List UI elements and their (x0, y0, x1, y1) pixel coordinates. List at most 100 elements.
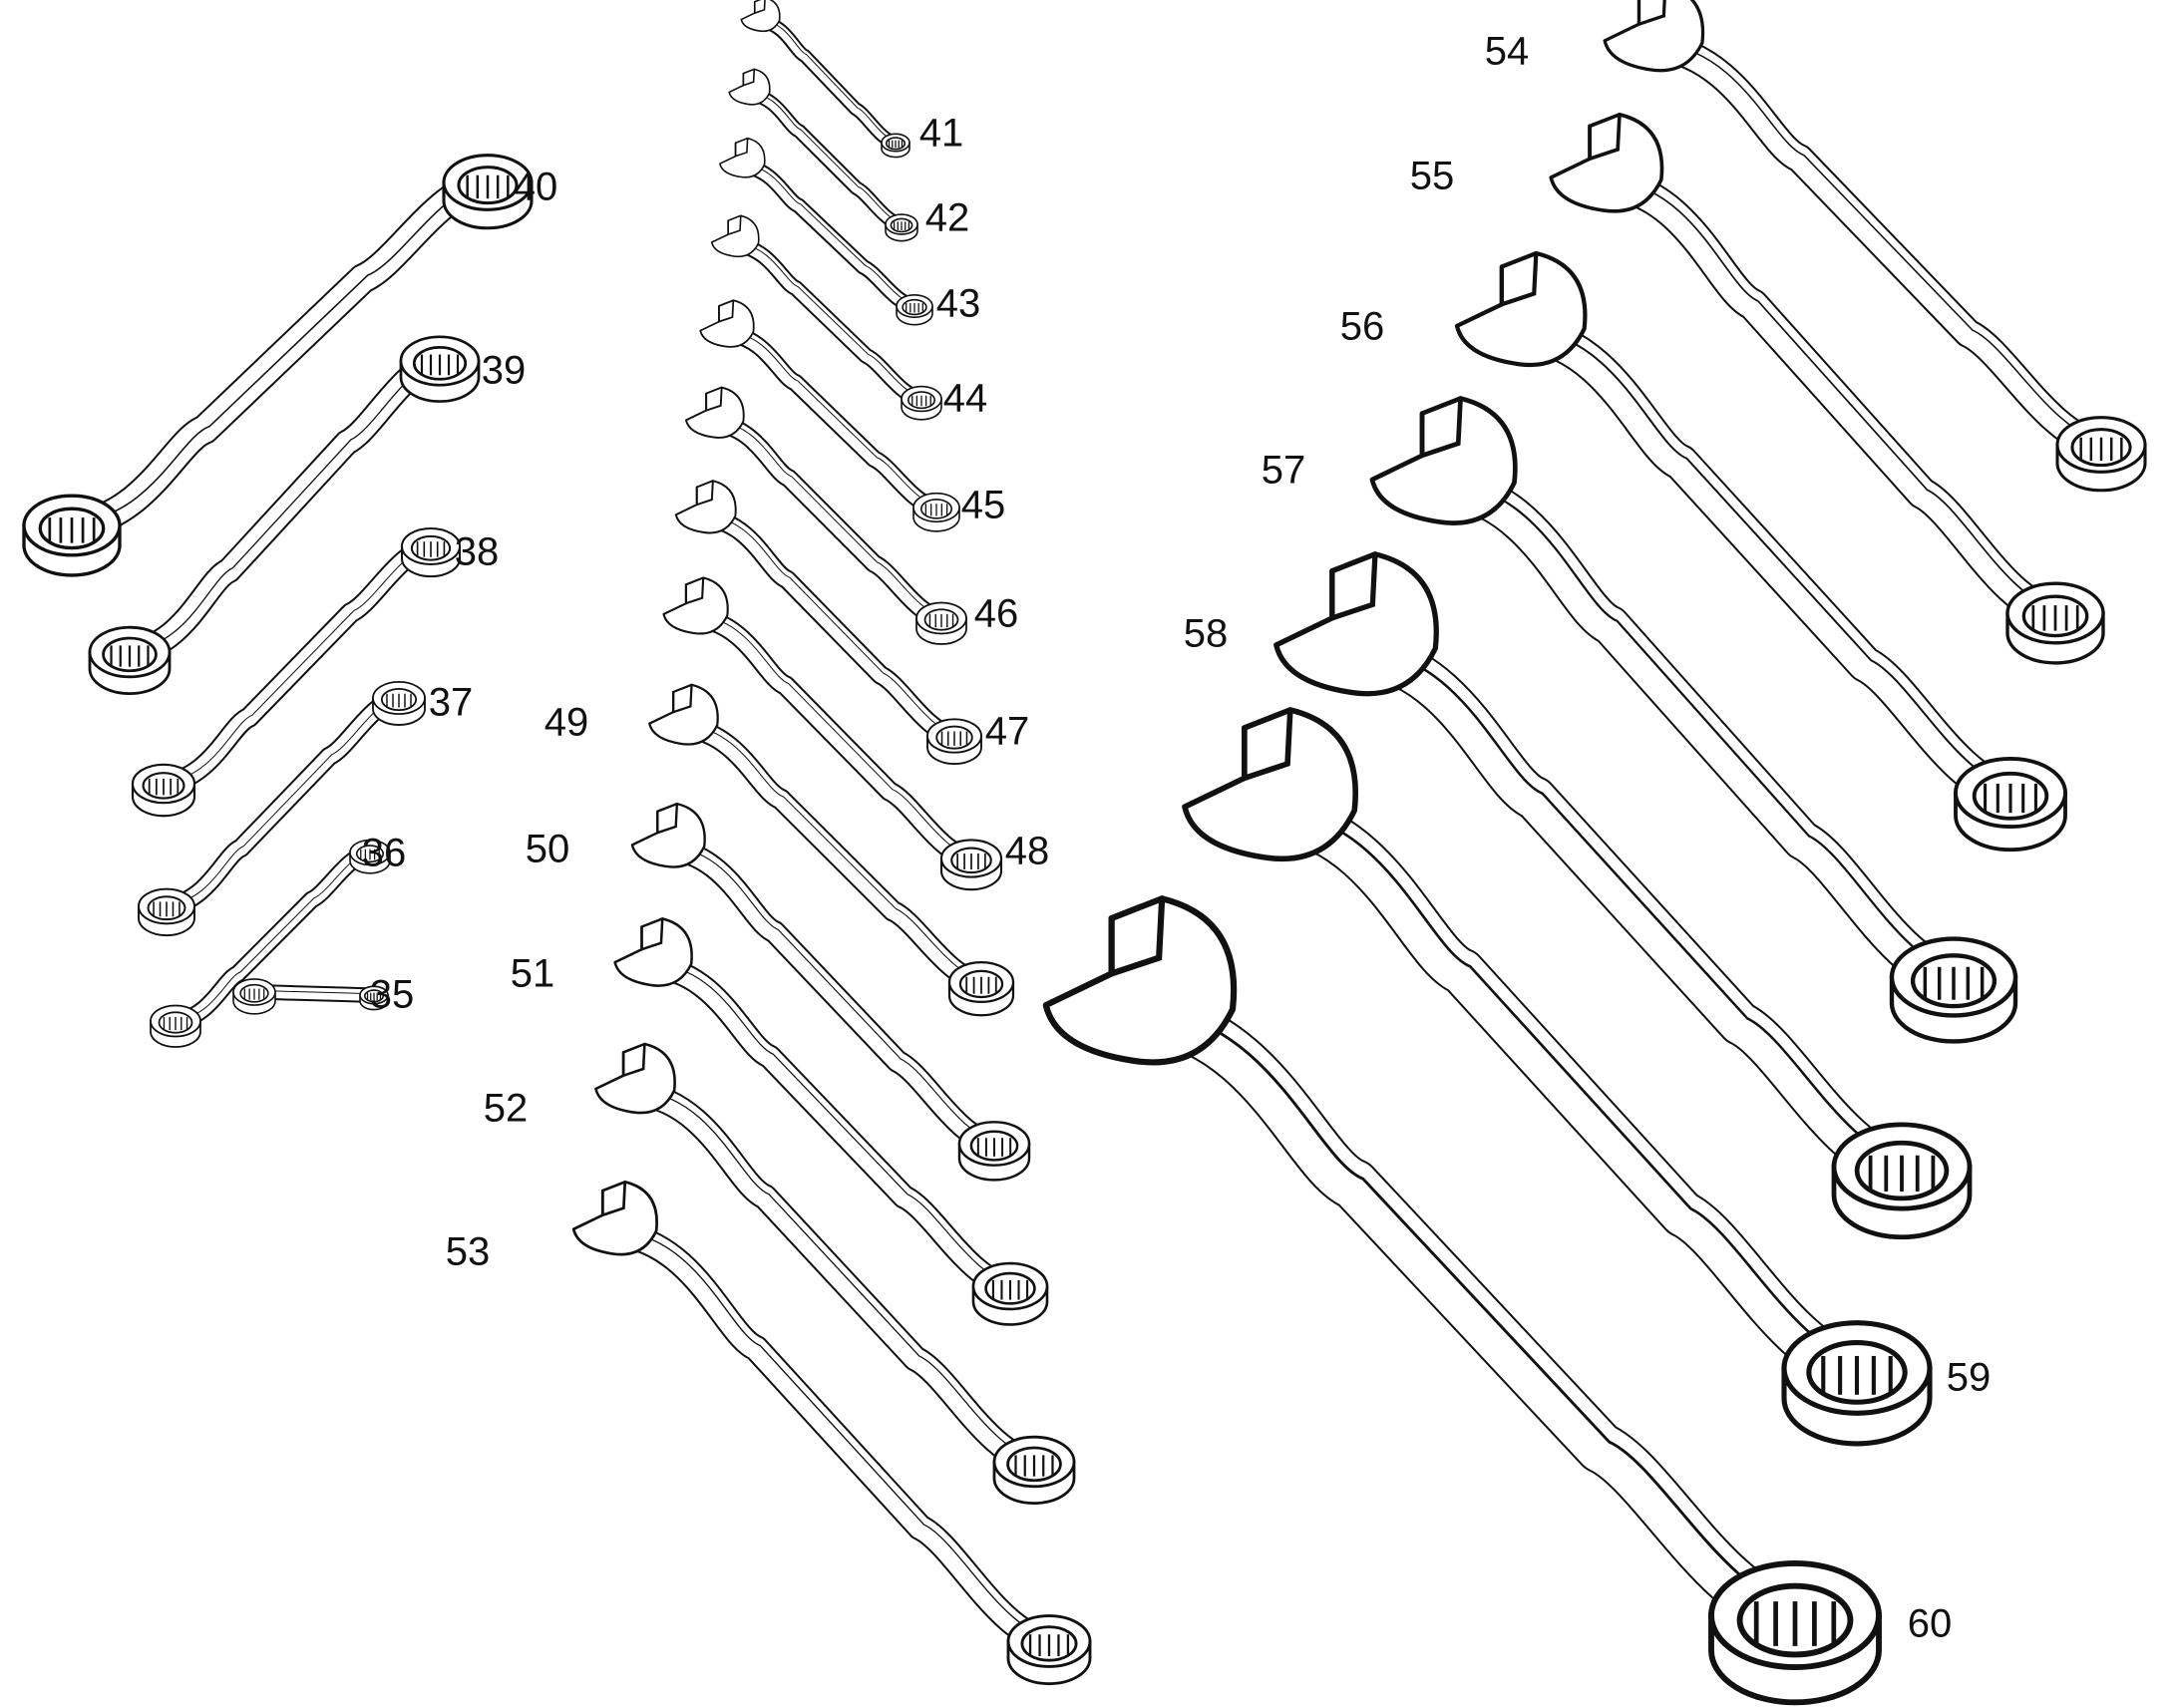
wrench-38 (131, 527, 462, 818)
callout-48: 48 (1005, 830, 1050, 873)
wrench-60-open-end (1042, 895, 1238, 1066)
wrench-38-ring-end-b (400, 527, 462, 578)
wrench-56-handle (1507, 315, 2029, 812)
callout-37: 37 (429, 681, 474, 725)
wrench-41-ring-end (881, 133, 910, 159)
wrench-43 (719, 137, 933, 326)
wrench-55-open-end (1549, 112, 1664, 213)
wrench-41 (740, 0, 910, 159)
callout-47: 47 (985, 710, 1030, 754)
wrench-49-ring-end (947, 961, 1015, 1017)
wrench-49-handle (675, 717, 992, 993)
callout-55: 55 (1410, 155, 1455, 198)
callout-56: 56 (1340, 305, 1385, 349)
wrench-39-ring-end-b (399, 335, 481, 403)
wrench-42-handle (743, 87, 909, 232)
wrench-60 (1042, 895, 1882, 1706)
wrench-48-handle (687, 607, 982, 869)
wrench-45-open-end (699, 299, 755, 348)
wrench-55-ring-end (2005, 581, 2105, 665)
wrench-55 (1549, 112, 2105, 665)
wrench-53-handle (604, 1220, 1063, 1655)
wrench-52-handle (625, 1081, 1047, 1475)
wrench-39-handle (117, 348, 453, 665)
wrench-59-handle (1253, 794, 1881, 1392)
callout-52: 52 (484, 1087, 529, 1131)
wrench-44 (710, 214, 942, 421)
wrench-58-handle (1339, 632, 1925, 1190)
callout-58: 58 (1184, 612, 1229, 656)
wrench-55-handle (1594, 168, 2072, 630)
wrench-44-ring-end (901, 385, 942, 421)
wrench-40 (22, 154, 534, 577)
wrench-50 (630, 802, 1031, 1182)
callout-43: 43 (936, 282, 981, 326)
callout-60: 60 (1908, 1602, 1953, 1646)
wrench-40-ring-end-b (442, 154, 534, 230)
wrench-53 (571, 1180, 1092, 1686)
callout-39: 39 (482, 349, 527, 393)
callout-40: 40 (514, 166, 558, 209)
wrench-46-open-end (685, 386, 745, 439)
wrench-49 (648, 683, 1015, 1017)
wrench-48-ring-end (939, 839, 1003, 891)
wrench-43-ring-end (896, 294, 933, 326)
callout-41: 41 (919, 112, 964, 156)
wrench-42-ring-end (885, 213, 918, 242)
wrench-59-ring-end (1781, 1320, 1933, 1447)
wrench-35-ring-end-b (359, 985, 389, 1011)
callout-59: 59 (1947, 1356, 1992, 1400)
callout-36: 36 (362, 832, 407, 875)
wrench-41-handle (755, 15, 903, 150)
wrench-46-ring-end (915, 601, 967, 645)
callout-50: 50 (526, 828, 570, 871)
wrench-40-ring-end-a (22, 494, 122, 577)
wrenches-layer (22, 0, 2147, 1706)
wrench-42 (728, 68, 918, 242)
wrench-51-handle (643, 954, 1023, 1299)
wrench-57 (1369, 396, 2018, 1044)
wrench-35 (232, 978, 389, 1015)
wrench-60-handle (1120, 990, 1822, 1642)
wrench-58-open-end (1273, 551, 1439, 697)
callout-38: 38 (455, 530, 500, 574)
wrench-38-ring-end-a (131, 763, 196, 818)
wrench-47 (674, 480, 982, 766)
wrench-53-open-end (571, 1180, 658, 1256)
wrench-36-ring-end-b (349, 839, 391, 874)
wrench-36-ring-end-a (150, 1004, 201, 1048)
wrench-52-open-end (594, 1042, 676, 1115)
wrench-52-ring-end (992, 1435, 1076, 1505)
wrench-56 (1454, 250, 2067, 853)
wrench-44-handle (728, 236, 930, 408)
wrench-54-ring-end (2055, 416, 2147, 493)
callout-53: 53 (446, 1230, 491, 1274)
callout-44: 44 (943, 377, 988, 421)
wrench-41-open-end (740, 0, 781, 33)
callout-49: 49 (545, 701, 589, 745)
wrench-58-ring-end (1831, 1122, 1973, 1240)
wrench-48 (662, 576, 1003, 891)
wrench-60-ring-end (1708, 1559, 1882, 1706)
wrench-42-open-end (728, 68, 771, 106)
wrench-59 (1182, 707, 1933, 1447)
wrench-54 (1603, 0, 2147, 493)
wrench-45-handle (720, 325, 945, 516)
wrench-37-ring-end-b (372, 680, 426, 726)
wrench-39 (88, 335, 481, 695)
wrench-50-ring-end (957, 1121, 1031, 1182)
wrench-57-handle (1428, 468, 1975, 998)
wrench-51-open-end (613, 917, 693, 987)
wrench-43-open-end (719, 137, 766, 178)
wrench-58 (1273, 551, 1973, 1240)
wrench-54-handle (1642, 32, 2116, 460)
wrench-47-open-end (674, 480, 737, 534)
wrench-47-handle (698, 509, 964, 746)
wrench-57-ring-end (1889, 936, 2018, 1044)
wrench-43-handle (736, 159, 922, 314)
callout-42: 42 (925, 196, 970, 240)
wrench-49-open-end (648, 683, 719, 746)
wrench-57-open-end (1369, 396, 1518, 525)
callout-51: 51 (511, 952, 555, 996)
